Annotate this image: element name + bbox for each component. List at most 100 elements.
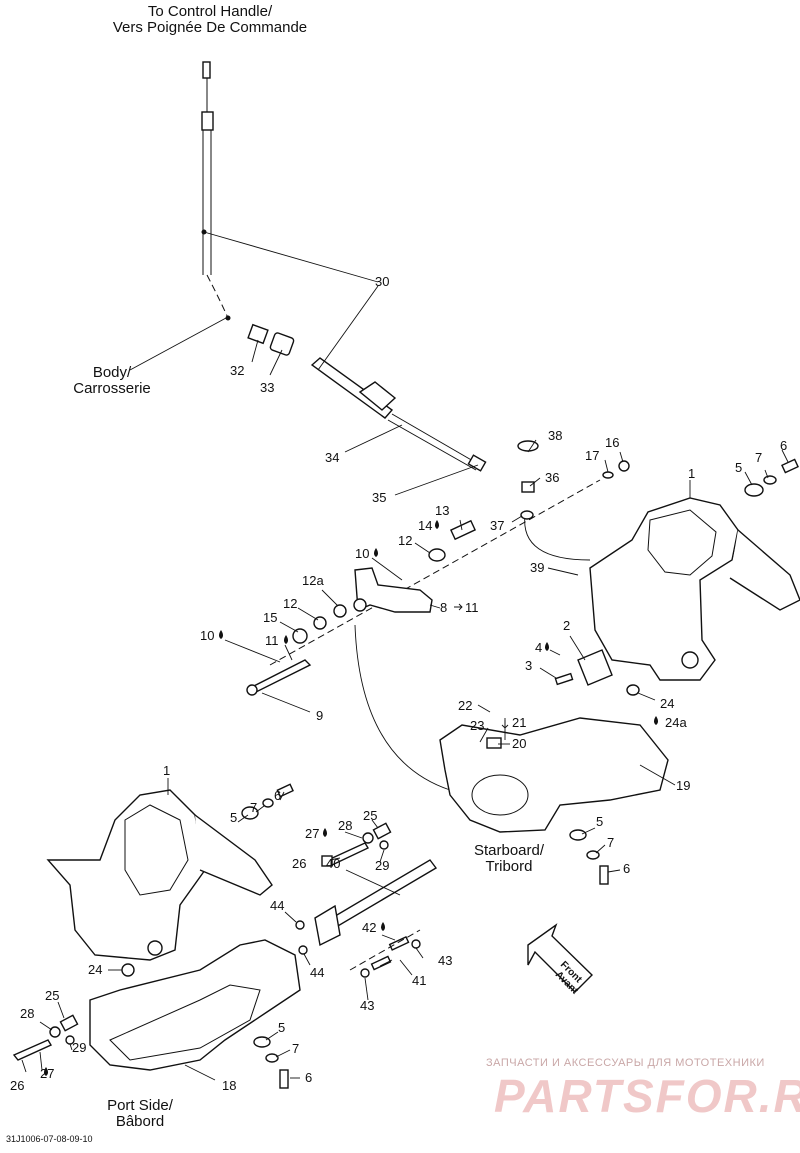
callout-1-left: 1 xyxy=(163,763,170,778)
part-18-nozzle-port xyxy=(89,939,301,1071)
part-33-adjuster xyxy=(269,332,295,356)
callout-25-mid: 25 xyxy=(363,808,377,823)
drop-icon xyxy=(44,1067,48,1076)
part-25-spacer-left xyxy=(59,1014,79,1032)
callout-14: 14 xyxy=(418,518,432,533)
part-26-bolt-left xyxy=(12,1039,53,1061)
part-36-swivel xyxy=(521,481,535,493)
callout-22: 22 xyxy=(458,698,472,713)
callout-41: 41 xyxy=(412,973,426,988)
part-42-bolt xyxy=(388,935,410,951)
callout-19: 19 xyxy=(676,778,690,793)
callout-37: 37 xyxy=(490,518,504,533)
cable-housing xyxy=(310,357,394,419)
part-15-nut xyxy=(292,628,308,644)
callout-36: 36 xyxy=(545,470,559,485)
callout-11-left: 11 xyxy=(265,633,279,648)
callout-20: 20 xyxy=(512,736,526,751)
callout-labels: 30 32 33 34 35 38 36 37 16 17 6 7 5 1 13… xyxy=(10,274,787,1093)
guide-curve-39 xyxy=(524,514,591,561)
callout-7-right: 7 xyxy=(607,835,614,850)
callout-27-mid: 27 xyxy=(305,826,319,841)
lubricant-drop-icons xyxy=(44,520,658,1076)
callout-25-left: 25 xyxy=(45,988,59,1003)
callout-9: 9 xyxy=(316,708,323,723)
part-7-washer-left xyxy=(262,798,274,808)
cable-end-connector xyxy=(202,61,211,79)
callout-24a: 24a xyxy=(665,715,687,730)
callout-43-right: 43 xyxy=(438,953,452,968)
part-37-washer xyxy=(520,510,534,520)
callout-6-right: 6 xyxy=(623,861,630,876)
cable-assembly xyxy=(201,61,487,472)
leader-lines xyxy=(21,231,789,1081)
callout-10-top: 10 xyxy=(355,546,369,561)
callout-16: 16 xyxy=(605,435,619,450)
assembly-axis xyxy=(269,479,601,666)
callout-7-bottom: 7 xyxy=(292,1041,299,1056)
callout-30: 30 xyxy=(375,274,389,289)
caption-control-handle-line2: Vers Poignée De Commande xyxy=(113,19,307,36)
callout-40: 40 xyxy=(326,856,340,871)
part-1-bracket-port xyxy=(46,789,206,961)
assembly-guide-curve xyxy=(354,624,451,791)
part-24-nut-left xyxy=(121,963,135,977)
caption-body-line2: Carrosserie xyxy=(73,380,151,397)
callout-23: 23 xyxy=(470,718,484,733)
callout-12-mid: 12 xyxy=(283,596,297,611)
callout-42: 42 xyxy=(362,920,376,935)
callout-32: 32 xyxy=(230,363,244,378)
callout-29-mid: 29 xyxy=(375,858,389,873)
caption-starboard-line2: Tribord xyxy=(486,858,533,875)
part-2-plate xyxy=(577,649,613,686)
callout-6-top: 6 xyxy=(780,438,787,453)
callout-26-mid: 26 xyxy=(292,856,306,871)
watermark-logo: PARTSFOR.RU xyxy=(494,1070,800,1122)
part-7-washer-top xyxy=(763,475,777,485)
part-6-bolt-right xyxy=(599,865,609,885)
callout-44-top: 44 xyxy=(270,898,284,913)
caption-starboard-line1: Starboard/ xyxy=(474,842,545,859)
callout-12-top: 12 xyxy=(398,533,412,548)
callout-43-bottom: 43 xyxy=(360,998,374,1013)
part-19-nozzle-starboard xyxy=(439,717,669,833)
part-1-bracket-starboard xyxy=(589,497,739,681)
callout-5-left: 5 xyxy=(230,810,237,825)
part-7-washer-bottom xyxy=(265,1053,279,1063)
part-44-nut-a xyxy=(295,920,305,930)
callout-21: 21 xyxy=(512,715,526,730)
callout-5-top: 5 xyxy=(735,460,742,475)
part-16-nut xyxy=(618,460,630,472)
callout-7-top: 7 xyxy=(755,450,762,465)
part-6-bolt-top xyxy=(781,458,799,474)
caption-port-line1: Port Side/ xyxy=(107,1097,174,1114)
callout-24-left: 24 xyxy=(88,962,102,977)
callout-4: 4 xyxy=(535,640,542,655)
callout-2: 2 xyxy=(563,618,570,633)
callout-35: 35 xyxy=(372,490,386,505)
cable-ferrule xyxy=(201,111,214,131)
drop-icon xyxy=(654,716,658,725)
part-28-washer-left xyxy=(49,1026,61,1038)
callout-39: 39 xyxy=(530,560,544,575)
part-12-bushing-lower xyxy=(313,616,327,630)
part-3-screw xyxy=(554,672,574,686)
callout-1-top: 1 xyxy=(688,466,695,481)
callout-8: 8 xyxy=(440,600,447,615)
callout-3: 3 xyxy=(525,658,532,673)
cable-end-fitting xyxy=(467,454,487,472)
drop-icon xyxy=(381,922,385,931)
part-6-bolt-bottom xyxy=(279,1069,289,1089)
part-38-cap xyxy=(517,440,539,452)
part-43-nut-b xyxy=(360,968,370,978)
part-25-spacer xyxy=(372,822,392,840)
arrow-down-icon xyxy=(501,718,509,729)
callout-6-left: 6 xyxy=(274,788,281,803)
part-28-washer xyxy=(362,832,374,844)
front-arrow-icon: Front Avant xyxy=(527,923,593,997)
callout-34: 34 xyxy=(325,450,339,465)
callout-12a: 12a xyxy=(302,573,324,588)
caption-body-line1: Body/ xyxy=(93,364,132,381)
